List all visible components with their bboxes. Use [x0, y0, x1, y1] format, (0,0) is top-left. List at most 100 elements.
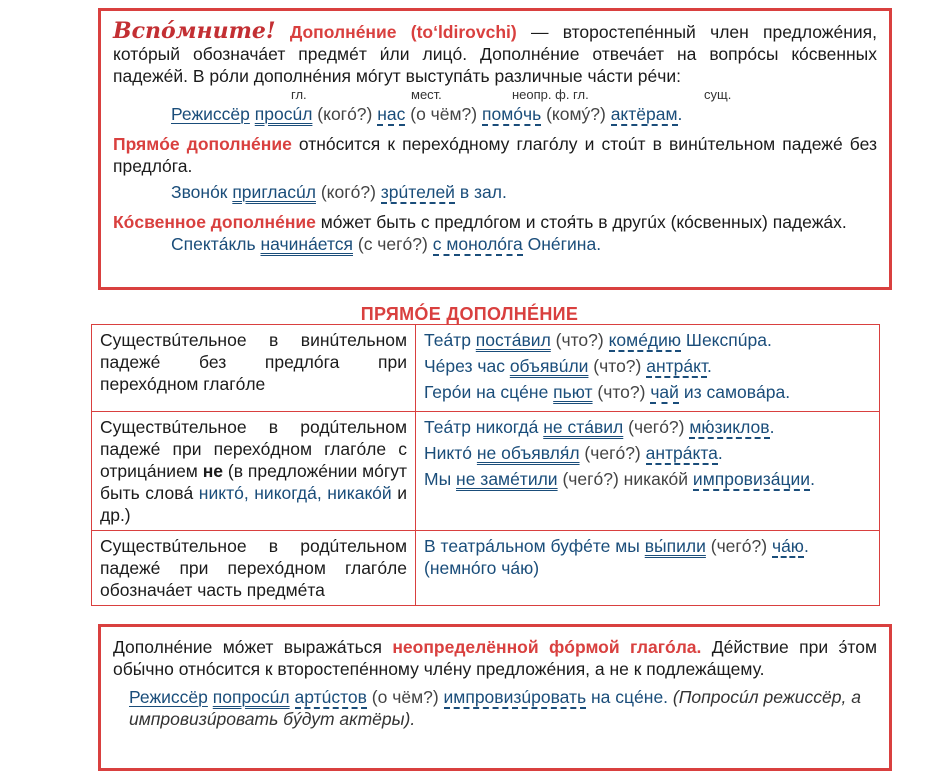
row1-description: Существúтельное в винúтельном падежé без… — [91, 324, 416, 412]
ex1-question-1: (когó?) — [312, 104, 378, 124]
direct-object-text: отнóсится к перехóдному глагóлу и стоúт … — [113, 134, 877, 176]
ex2-subject: Звонóк — [171, 182, 233, 202]
section-heading: ПРЯМÓЕ ДОПОЛНÉНИЕ — [360, 304, 579, 324]
row2-example-2: Никтó не объявля́л (чегó?) антрáкта. — [424, 442, 871, 465]
infinitive-note-box: Дополнéние мóжет выражáться неопределённ… — [98, 624, 892, 771]
predicate: не замéтили — [456, 469, 558, 489]
ex1-object-2: помóчь — [481, 104, 542, 126]
text: (в предложéнии мóгут быть словá — [100, 461, 408, 503]
predicate: не объявля́л — [476, 443, 580, 463]
row1-example-3: Герóи на сцéне пьют (что?) чай из самовá… — [424, 381, 871, 404]
row3-example-1: В театрáльном буфéте мы вы́пили (чегó?) … — [424, 535, 871, 558]
row2-examples: Теáтр никогдá не стáвил (чегó?) мю́зикло… — [415, 411, 880, 531]
infinitive-object: импровизúровать — [443, 687, 587, 709]
row3-description: Существúтельное в родúтельном падежé при… — [91, 530, 416, 606]
direct-object-term: Прямóе дополнéние — [113, 134, 292, 154]
ex1-predicate: просúл — [254, 104, 313, 124]
text: Герóи на сцéне — [424, 382, 554, 402]
predicate: постáвил — [475, 330, 551, 350]
ex1-question-3: (комý?) — [541, 104, 611, 124]
term-label: Дополнéние (to‘ldirovchi) — [289, 22, 517, 42]
object: антрáкт — [646, 356, 708, 378]
table-row: Существúтельное в винúтельном падежé без… — [91, 324, 880, 412]
definition-paragraph: Вспóмните! Дополнéние (to‘ldirovchi) — в… — [113, 20, 877, 87]
question: (что?) — [550, 330, 609, 350]
row2-example-1: Теáтр никогдá не стáвил (чегó?) мю́зикло… — [424, 416, 871, 439]
text: Дéйствие при э́том обы́чно отнóсится к в… — [113, 637, 878, 679]
object: чáю — [771, 536, 804, 558]
example-2: Звонóк пригласúл (когó?) зрúтелей в зал. — [113, 181, 877, 204]
remember-title: Вспóмните! — [113, 18, 276, 44]
negative-words: никтó, никогдá, никакóй — [198, 483, 392, 503]
predicate: не стáвил — [543, 417, 624, 437]
ex2-object: зрúтелей — [380, 182, 455, 204]
object: артúстов — [294, 687, 367, 709]
question: (о чём?) — [366, 687, 444, 707]
ex3-subject: Спектáкль — [171, 234, 261, 254]
text: . — [717, 443, 723, 463]
text: Никтó — [424, 443, 477, 463]
object: импровизáции — [692, 469, 811, 491]
direct-object-table: Существúтельное в винúтельном падежé без… — [91, 324, 880, 606]
text: Шекспúра. — [681, 330, 772, 350]
ex2-question: (когó?) — [315, 182, 381, 202]
negation-particle: не — [202, 461, 224, 481]
text: . — [803, 536, 809, 556]
definition-text: — второстепéнный член предложéния, котóр… — [113, 22, 877, 86]
predicate: пьют — [553, 382, 593, 402]
text: . — [810, 469, 815, 489]
object: комéдию — [608, 330, 682, 352]
ex2-predicate: пригласúл — [232, 182, 316, 202]
text: Чéрез час — [424, 356, 510, 376]
text: В театрáльном буфéте мы — [424, 536, 645, 556]
infinitive-paragraph: Дополнéние мóжет выражáться неопределённ… — [113, 636, 877, 680]
subject: Режиссёр — [129, 687, 208, 707]
text: Теáтр — [424, 330, 476, 350]
text: Теáтр никогдá — [424, 417, 544, 437]
ex3-object: с монолóга — [432, 234, 523, 256]
direct-object-paragraph: Прямóе дополнéние отнóсится к перехóдном… — [113, 133, 877, 177]
text: Дополнéние мóжет выражáться — [113, 637, 393, 657]
pos-labels-row: гл. мест. неопр. ф. гл. сущ. — [113, 87, 877, 103]
pos-label-noun: сущ. — [704, 87, 732, 102]
pos-label-infinitive: неопр. ф. гл. — [512, 87, 589, 102]
ex3-end: Онéгина. — [522, 234, 602, 254]
ex2-end: в зал. — [454, 182, 507, 202]
ex3-question: (с чегó?) — [353, 234, 433, 254]
text: Существúтельное в родúтельном падежé при… — [100, 417, 407, 481]
text: на сцéне. — [586, 687, 669, 707]
row3-example-2: (немнóго чáю) — [424, 558, 540, 578]
predicate: вы́пили — [644, 536, 706, 556]
question: (что?) — [592, 382, 651, 402]
text: и др.) — [100, 483, 407, 525]
question: (чегó?) никакóй — [557, 469, 693, 489]
indirect-object-text: мóжет быть с предлóгом и стоя́ть в другú… — [315, 212, 847, 232]
pos-label-pronoun: мест. — [411, 87, 442, 102]
ex3-predicate: начинáется — [260, 234, 354, 254]
text: Мы — [424, 469, 457, 489]
highlight-term: неопределённой фóрмой глагóла. — [392, 637, 702, 657]
row1-example-1: Теáтр постáвил (что?) комéдию Шекспúра. — [424, 329, 871, 352]
indirect-object-term: Кóсвенное дополнéние — [113, 212, 316, 232]
ex1-object-1: нас — [377, 104, 406, 126]
ex1-subject: Режиссёр — [171, 104, 250, 124]
object: мю́зиклов — [689, 417, 770, 439]
table-row: Существúтельное в родúтельном падежé при… — [91, 530, 880, 606]
row2-example-3: Мы не замéтили (чегó?) никакóй импровизá… — [424, 468, 871, 491]
explanation-note: (Попросúл режиссёр, а импровизúровать бý… — [129, 687, 861, 729]
text: . — [707, 356, 712, 376]
question: (что?) — [588, 356, 647, 376]
ex1-question-2: (о чём?) — [405, 104, 482, 124]
question: (чегó?) — [623, 417, 690, 437]
question: (чегó?) — [579, 443, 646, 463]
ex1-end: . — [677, 104, 683, 124]
example-3: Спектáкль начинáется (с чегó?) с монолóг… — [113, 233, 877, 256]
example-1: Режиссёр просúл (когó?) нас (о чём?) пом… — [113, 103, 877, 126]
infinitive-example: Режиссёр попросúл артúстов (о чём?) импр… — [113, 686, 877, 730]
question: (чегó?) — [705, 536, 772, 556]
ex1-object-3: актёрам — [610, 104, 678, 126]
pos-label-verb: гл. — [291, 87, 307, 102]
predicate: попросúл — [212, 687, 290, 707]
table-row: Существúтельное в родúтельном падежé при… — [91, 411, 880, 531]
object: антрáкта — [645, 443, 718, 465]
